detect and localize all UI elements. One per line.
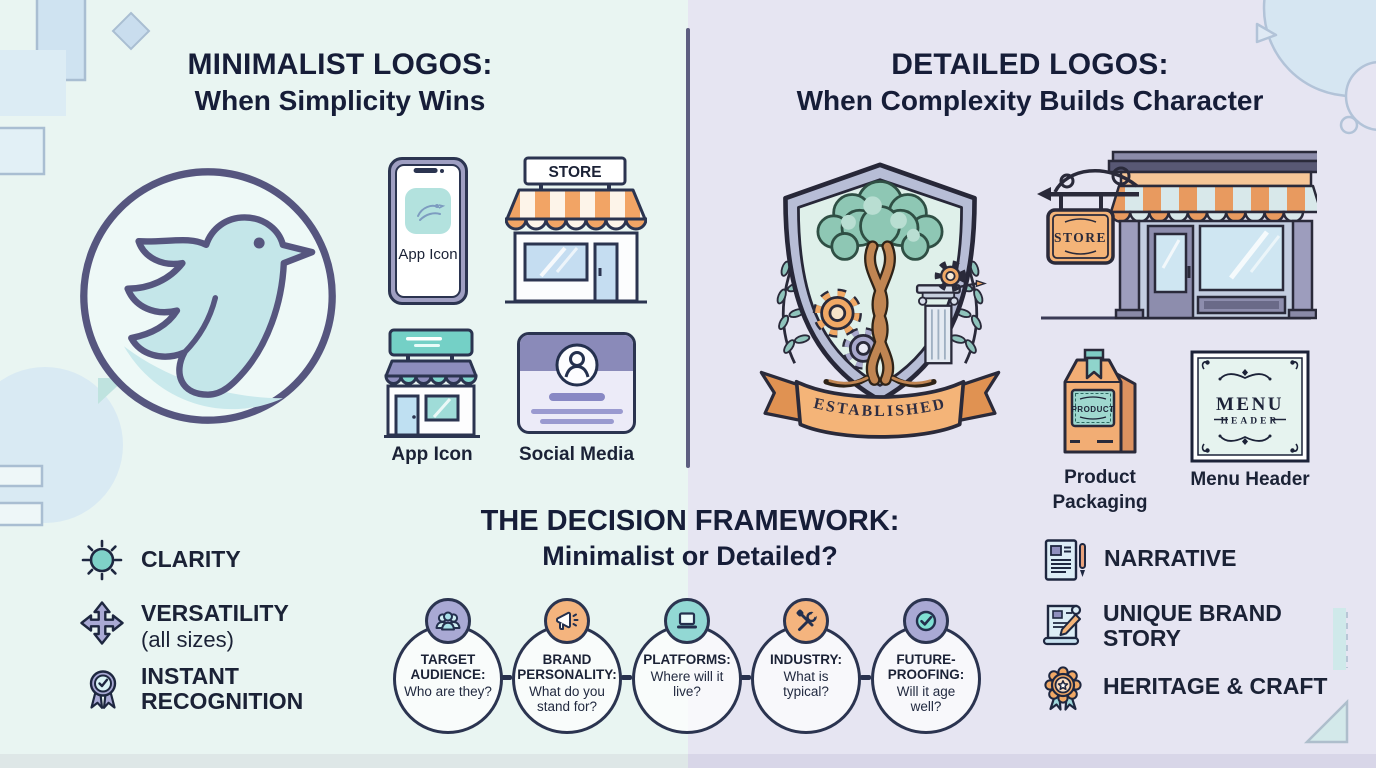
benefit-label: HERITAGE & CRAFT bbox=[1103, 673, 1328, 699]
benefit-label: NARRATIVE bbox=[1104, 545, 1237, 571]
benefit-unique-brand-story: UNIQUE BRAND STORY bbox=[1041, 600, 1308, 652]
framework-step-brand-personality: BRAND PERSONALITY: What do you stand for… bbox=[512, 598, 622, 734]
caption-menu-header: Menu Header bbox=[1190, 469, 1310, 490]
check-icon bbox=[903, 598, 949, 644]
detailed-store-sign-text: STORE bbox=[1054, 230, 1107, 245]
bottom-edge-right bbox=[688, 754, 1376, 768]
left-title-line1: MINIMALIST LOGOS: bbox=[187, 48, 493, 81]
app-icon-tile bbox=[405, 188, 451, 234]
people-icon bbox=[425, 598, 471, 644]
step-question: What is typical? bbox=[783, 669, 829, 700]
benefit-clarity: CLARITY bbox=[80, 538, 241, 582]
step-question: Where will it live? bbox=[650, 669, 724, 700]
right-panel-title: DETAILED LOGOS: When Complexity Builds C… bbox=[740, 48, 1320, 117]
framework-step-future-proofing: FUTURE-PROOFING: Will it age well? bbox=[871, 598, 981, 734]
step-question: What do you stand for? bbox=[529, 684, 605, 715]
laptop-icon bbox=[664, 598, 710, 644]
step-connector bbox=[860, 675, 871, 680]
menu-subtitle-text: HEADER bbox=[1221, 417, 1280, 427]
shield-emblem: ESTABLISHED bbox=[759, 162, 1001, 439]
benefit-heritage-craft: HERITAGE & CRAFT bbox=[1041, 664, 1327, 712]
rosette-star-icon bbox=[1044, 666, 1082, 711]
step-title: TARGET AUDIENCE: bbox=[410, 652, 486, 683]
benefit-label: VERSATILITY bbox=[141, 600, 289, 626]
dove-circle-logo bbox=[80, 168, 336, 424]
caption-product-packaging: Product Packaging bbox=[1052, 467, 1148, 513]
left-title-line2: When Simplicity Wins bbox=[194, 84, 486, 116]
right-title-line2: When Complexity Builds Character bbox=[796, 84, 1264, 116]
framework-step-target-audience: TARGET AUDIENCE: Who are they? bbox=[393, 598, 503, 734]
step-title: BRAND PERSONALITY: bbox=[517, 652, 617, 683]
avatar bbox=[555, 343, 599, 387]
caption-social-media: Social Media bbox=[518, 444, 635, 465]
tools-icon bbox=[783, 598, 829, 644]
award-ribbon-icon bbox=[89, 670, 117, 709]
framework-title-line1: THE DECISION FRAMEWORK: bbox=[480, 505, 900, 537]
benefit-narrative: NARRATIVE bbox=[1042, 537, 1236, 583]
step-question: Will it age well? bbox=[896, 684, 956, 715]
benefit-versatility: VERSATILITY (all sizes) bbox=[79, 600, 289, 652]
step-connector bbox=[621, 675, 632, 680]
framework-title-line2: Minimalist or Detailed? bbox=[542, 541, 838, 571]
framework-step-industry: INDUSTRY: What is typical? bbox=[751, 598, 861, 734]
sun-icon bbox=[81, 539, 123, 581]
text-line-bar bbox=[549, 393, 605, 401]
step-connector bbox=[740, 675, 751, 680]
right-title-line1: DETAILED LOGOS: bbox=[891, 48, 1169, 81]
benefit-sublabel: (all sizes) bbox=[141, 627, 234, 653]
menu-header-plaque: MENU HEADER bbox=[1190, 350, 1310, 463]
framework-step-platforms: PLATFORMS: Where will it live? bbox=[632, 598, 742, 734]
step-question: Who are they? bbox=[404, 684, 492, 700]
small-storefront bbox=[384, 328, 480, 438]
document-pen-icon bbox=[1044, 539, 1086, 581]
detailed-storefront: STORE bbox=[1037, 150, 1317, 320]
phone-app-label: App Icon bbox=[398, 246, 458, 263]
benefit-label: INSTANT RECOGNITION bbox=[141, 663, 304, 715]
scroll-pencil-icon bbox=[1042, 604, 1082, 646]
phone-mockup: App Icon bbox=[388, 157, 468, 305]
benefit-label: UNIQUE BRAND STORY bbox=[1103, 600, 1282, 652]
caption-app-icon: App Icon bbox=[391, 444, 473, 465]
benefit-label: CLARITY bbox=[141, 546, 241, 572]
step-title: INDUSTRY: bbox=[770, 652, 842, 667]
four-way-arrows-icon bbox=[80, 601, 124, 645]
text-line-bar bbox=[540, 419, 614, 424]
store-sign-text: STORE bbox=[548, 164, 601, 181]
megaphone-icon bbox=[544, 598, 590, 644]
benefit-instant-recognition: INSTANT RECOGNITION bbox=[81, 662, 311, 715]
phone-notch-icon bbox=[413, 168, 438, 173]
product-packaging-bag: PRODUCT bbox=[1063, 348, 1137, 454]
phone-screen: App Icon bbox=[395, 164, 461, 298]
step-circle: FUTURE-PROOFING: Will it age well? bbox=[871, 624, 981, 734]
mini-dove-icon bbox=[417, 204, 446, 221]
social-media-card bbox=[517, 332, 636, 434]
minimal-storefront: STORE bbox=[505, 156, 647, 304]
menu-title-text: MENU bbox=[1216, 394, 1284, 415]
step-title: PLATFORMS: bbox=[643, 652, 731, 667]
step-connector bbox=[501, 675, 512, 680]
bag-label-text: PRODUCT bbox=[1071, 405, 1114, 414]
bottom-edge-left bbox=[0, 754, 688, 768]
framework-title: THE DECISION FRAMEWORK: Minimalist or De… bbox=[440, 505, 940, 572]
phone-camera-icon bbox=[440, 169, 445, 173]
center-divider bbox=[686, 28, 690, 468]
left-panel-title: MINIMALIST LOGOS: When Simplicity Wins bbox=[90, 48, 590, 117]
text-line-bar bbox=[531, 409, 623, 414]
step-title: FUTURE-PROOFING: bbox=[887, 652, 965, 683]
